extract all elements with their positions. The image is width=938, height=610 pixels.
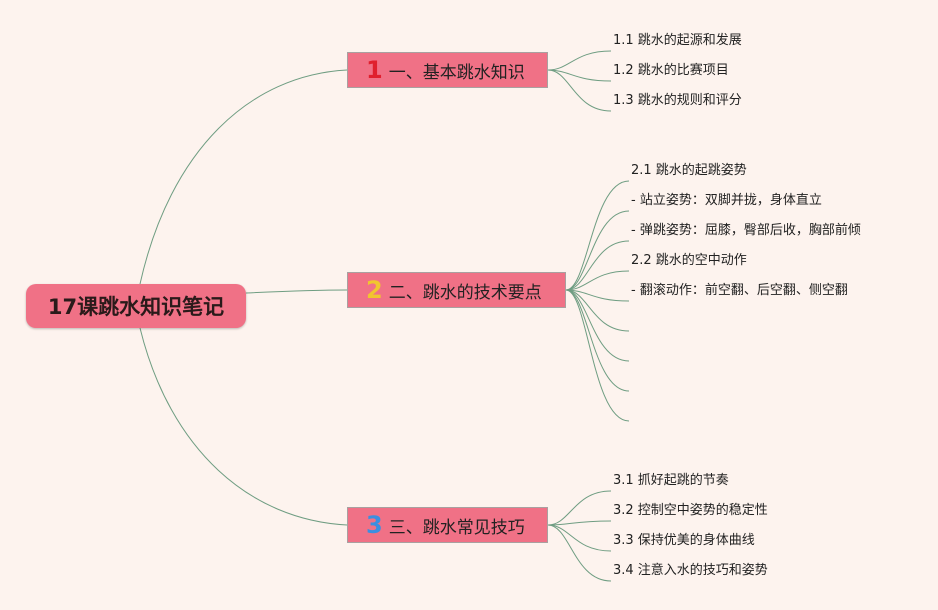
connector-line bbox=[547, 524, 612, 582]
connector-line bbox=[565, 270, 630, 291]
connector-line bbox=[547, 490, 612, 526]
leaf-item[interactable]: 1.1 跳水的起源和发展 bbox=[613, 33, 742, 48]
connector-line bbox=[139, 69, 348, 285]
leaf-item[interactable]: 1.2 跳水的比赛项目 bbox=[613, 63, 729, 78]
branch-label-3: 三、跳水常见技巧 bbox=[388, 517, 525, 538]
connector-line bbox=[565, 289, 630, 302]
connector-line bbox=[547, 69, 612, 112]
connector-line bbox=[547, 69, 612, 82]
branch-node-1[interactable]: 1 一、基本跳水知识 bbox=[347, 52, 548, 88]
connector-line bbox=[565, 289, 630, 422]
branch-node-3[interactable]: 3 三、跳水常见技巧 bbox=[347, 507, 548, 543]
connector-line bbox=[547, 524, 612, 552]
leaf-item[interactable]: 3.4 注意入水的技巧和姿势 bbox=[613, 563, 768, 578]
connector-line bbox=[565, 289, 630, 362]
branch-label-2: 二、跳水的技术要点 bbox=[388, 282, 542, 303]
connector-line bbox=[565, 210, 630, 291]
root-title: 17课跳水知识笔记 bbox=[47, 295, 225, 319]
leaf-item[interactable]: - 翻滚动作：前空翻、后空翻、侧空翻 bbox=[631, 283, 848, 298]
leaf-item[interactable]: - 弹跳姿势：屈膝，臀部后收，胸部前倾 bbox=[631, 223, 861, 238]
leaf-item[interactable]: 2.2 跳水的空中动作 bbox=[631, 253, 747, 268]
leaf-item[interactable]: - 站立姿势：双脚并拢，身体直立 bbox=[631, 193, 822, 208]
connector-line bbox=[139, 327, 348, 526]
branch-number-3: 3 bbox=[366, 511, 383, 539]
leaf-item[interactable]: 3.1 抓好起跳的节奏 bbox=[613, 473, 729, 488]
branch-number-1: 1 bbox=[366, 56, 383, 84]
root-node[interactable]: 17课跳水知识笔记 bbox=[26, 284, 246, 328]
leaf-item[interactable]: 1.3 跳水的规则和评分 bbox=[613, 93, 742, 108]
leaf-item[interactable]: 3.2 控制空中姿势的稳定性 bbox=[613, 503, 768, 518]
leaf-item[interactable]: 3.3 保持优美的身体曲线 bbox=[613, 533, 755, 548]
connector-line bbox=[547, 520, 612, 526]
connector-line bbox=[547, 50, 612, 71]
branch-node-2[interactable]: 2 二、跳水的技术要点 bbox=[347, 272, 566, 308]
leaf-item[interactable]: 2.1 跳水的起跳姿势 bbox=[631, 163, 747, 178]
connector-line bbox=[565, 180, 630, 291]
branch-label-1: 一、基本跳水知识 bbox=[388, 62, 525, 83]
connector-line bbox=[245, 289, 348, 294]
branch-number-2: 2 bbox=[366, 276, 383, 304]
connector-line bbox=[565, 240, 630, 291]
connector-line bbox=[565, 289, 630, 332]
